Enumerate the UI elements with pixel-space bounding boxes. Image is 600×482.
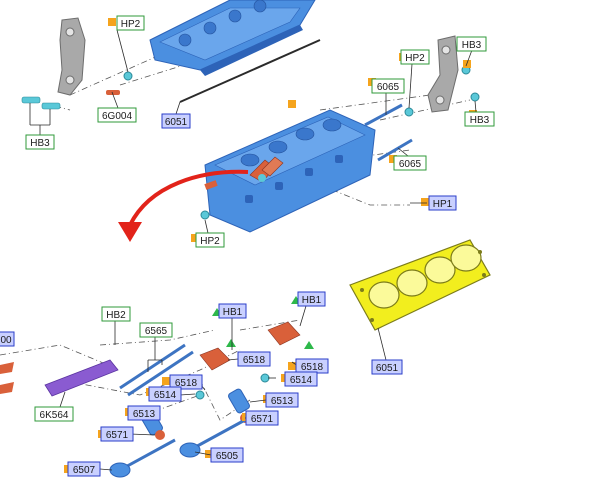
callout-hb3-right-bottom: HB3 — [464, 111, 495, 127]
callout-6514-a: 6514 — [148, 386, 182, 402]
head-gasket — [349, 239, 491, 331]
svg-text:6505: 6505 — [216, 451, 239, 462]
svg-text:HB3: HB3 — [462, 40, 482, 51]
callout-6518-c: 6518 — [169, 374, 203, 390]
callout-hb1-b: HB1 — [297, 291, 326, 307]
callout-hb1-a: HB1 — [218, 303, 247, 319]
svg-text:6513: 6513 — [133, 409, 156, 420]
svg-text:6571: 6571 — [106, 430, 129, 441]
callout-hp1: HP1 — [428, 195, 457, 211]
svg-text:6514: 6514 — [154, 390, 177, 401]
callout-hb3-left: HB3 — [25, 134, 55, 150]
svg-text:6518: 6518 — [175, 378, 198, 389]
head-gasket-top-line — [179, 39, 321, 103]
svg-text:6518: 6518 — [301, 362, 324, 373]
callout-6g004: 6G004 — [97, 107, 137, 123]
callout-6513-a: 6513 — [127, 405, 161, 421]
svg-text:00: 00 — [0, 335, 12, 346]
svg-text:6507: 6507 — [73, 465, 96, 476]
svg-text:6514: 6514 — [290, 375, 313, 386]
callout-hp2-mid: HP2 — [195, 232, 225, 248]
svg-text:HB1: HB1 — [223, 307, 243, 318]
callout-6518-b: 6518 — [295, 358, 329, 374]
svg-text:6518: 6518 — [243, 355, 266, 366]
callout-6065-a: 6065 — [371, 78, 405, 94]
svg-text:HB2: HB2 — [106, 310, 126, 321]
svg-text:6051: 6051 — [376, 363, 399, 374]
svg-text:HP2: HP2 — [200, 236, 220, 247]
svg-text:HB1: HB1 — [302, 295, 322, 306]
svg-text:6571: 6571 — [251, 414, 274, 425]
svg-text:HP2: HP2 — [405, 53, 425, 64]
callout-6571-b: 6571 — [245, 410, 279, 426]
callout-6051-top: 6051 — [161, 113, 191, 129]
callout-hp2-top: HP2 — [116, 15, 145, 31]
cylinder-head-upper — [149, 0, 316, 76]
svg-text:6051: 6051 — [165, 117, 188, 128]
callout-00: 00 — [0, 331, 15, 347]
svg-text:6513: 6513 — [271, 396, 294, 407]
callout-6507: 6507 — [67, 461, 101, 477]
bracket-right — [427, 35, 459, 113]
callout-6k564: 6K564 — [34, 406, 74, 422]
callout-6571-a: 6571 — [100, 426, 134, 442]
svg-text:6G004: 6G004 — [102, 111, 132, 122]
svg-text:HP2: HP2 — [121, 19, 141, 30]
svg-text:6065: 6065 — [377, 82, 400, 93]
callout-6565: 6565 — [139, 322, 173, 338]
callout-hp2-right: HP2 — [400, 49, 430, 65]
fasteners-top — [21, 65, 480, 220]
callout-6505: 6505 — [210, 447, 244, 463]
leader-lines — [29, 29, 477, 471]
callout-6065-b: 6065 — [393, 155, 427, 171]
callout-labels: HP2 6G004 HB3 6051 HP2 HB3 HB3 6065 6065… — [0, 15, 495, 477]
svg-text:HP1: HP1 — [433, 199, 453, 210]
svg-text:6065: 6065 — [399, 159, 422, 170]
bracket-left — [57, 17, 86, 96]
callout-6051-gasket: 6051 — [371, 359, 403, 375]
cylinder-head-middle — [204, 109, 376, 233]
svg-text:6K564: 6K564 — [40, 410, 69, 421]
callout-6513-b: 6513 — [265, 392, 299, 408]
svg-text:6565: 6565 — [145, 326, 168, 337]
svg-text:HB3: HB3 — [30, 138, 50, 149]
callout-6518-a: 6518 — [237, 351, 271, 367]
callout-hb2: HB2 — [101, 306, 131, 322]
svg-text:HB3: HB3 — [470, 115, 490, 126]
direction-arrow — [118, 169, 249, 242]
callout-hb3-right-top: HB3 — [456, 36, 487, 52]
callout-6514-b: 6514 — [284, 371, 318, 387]
